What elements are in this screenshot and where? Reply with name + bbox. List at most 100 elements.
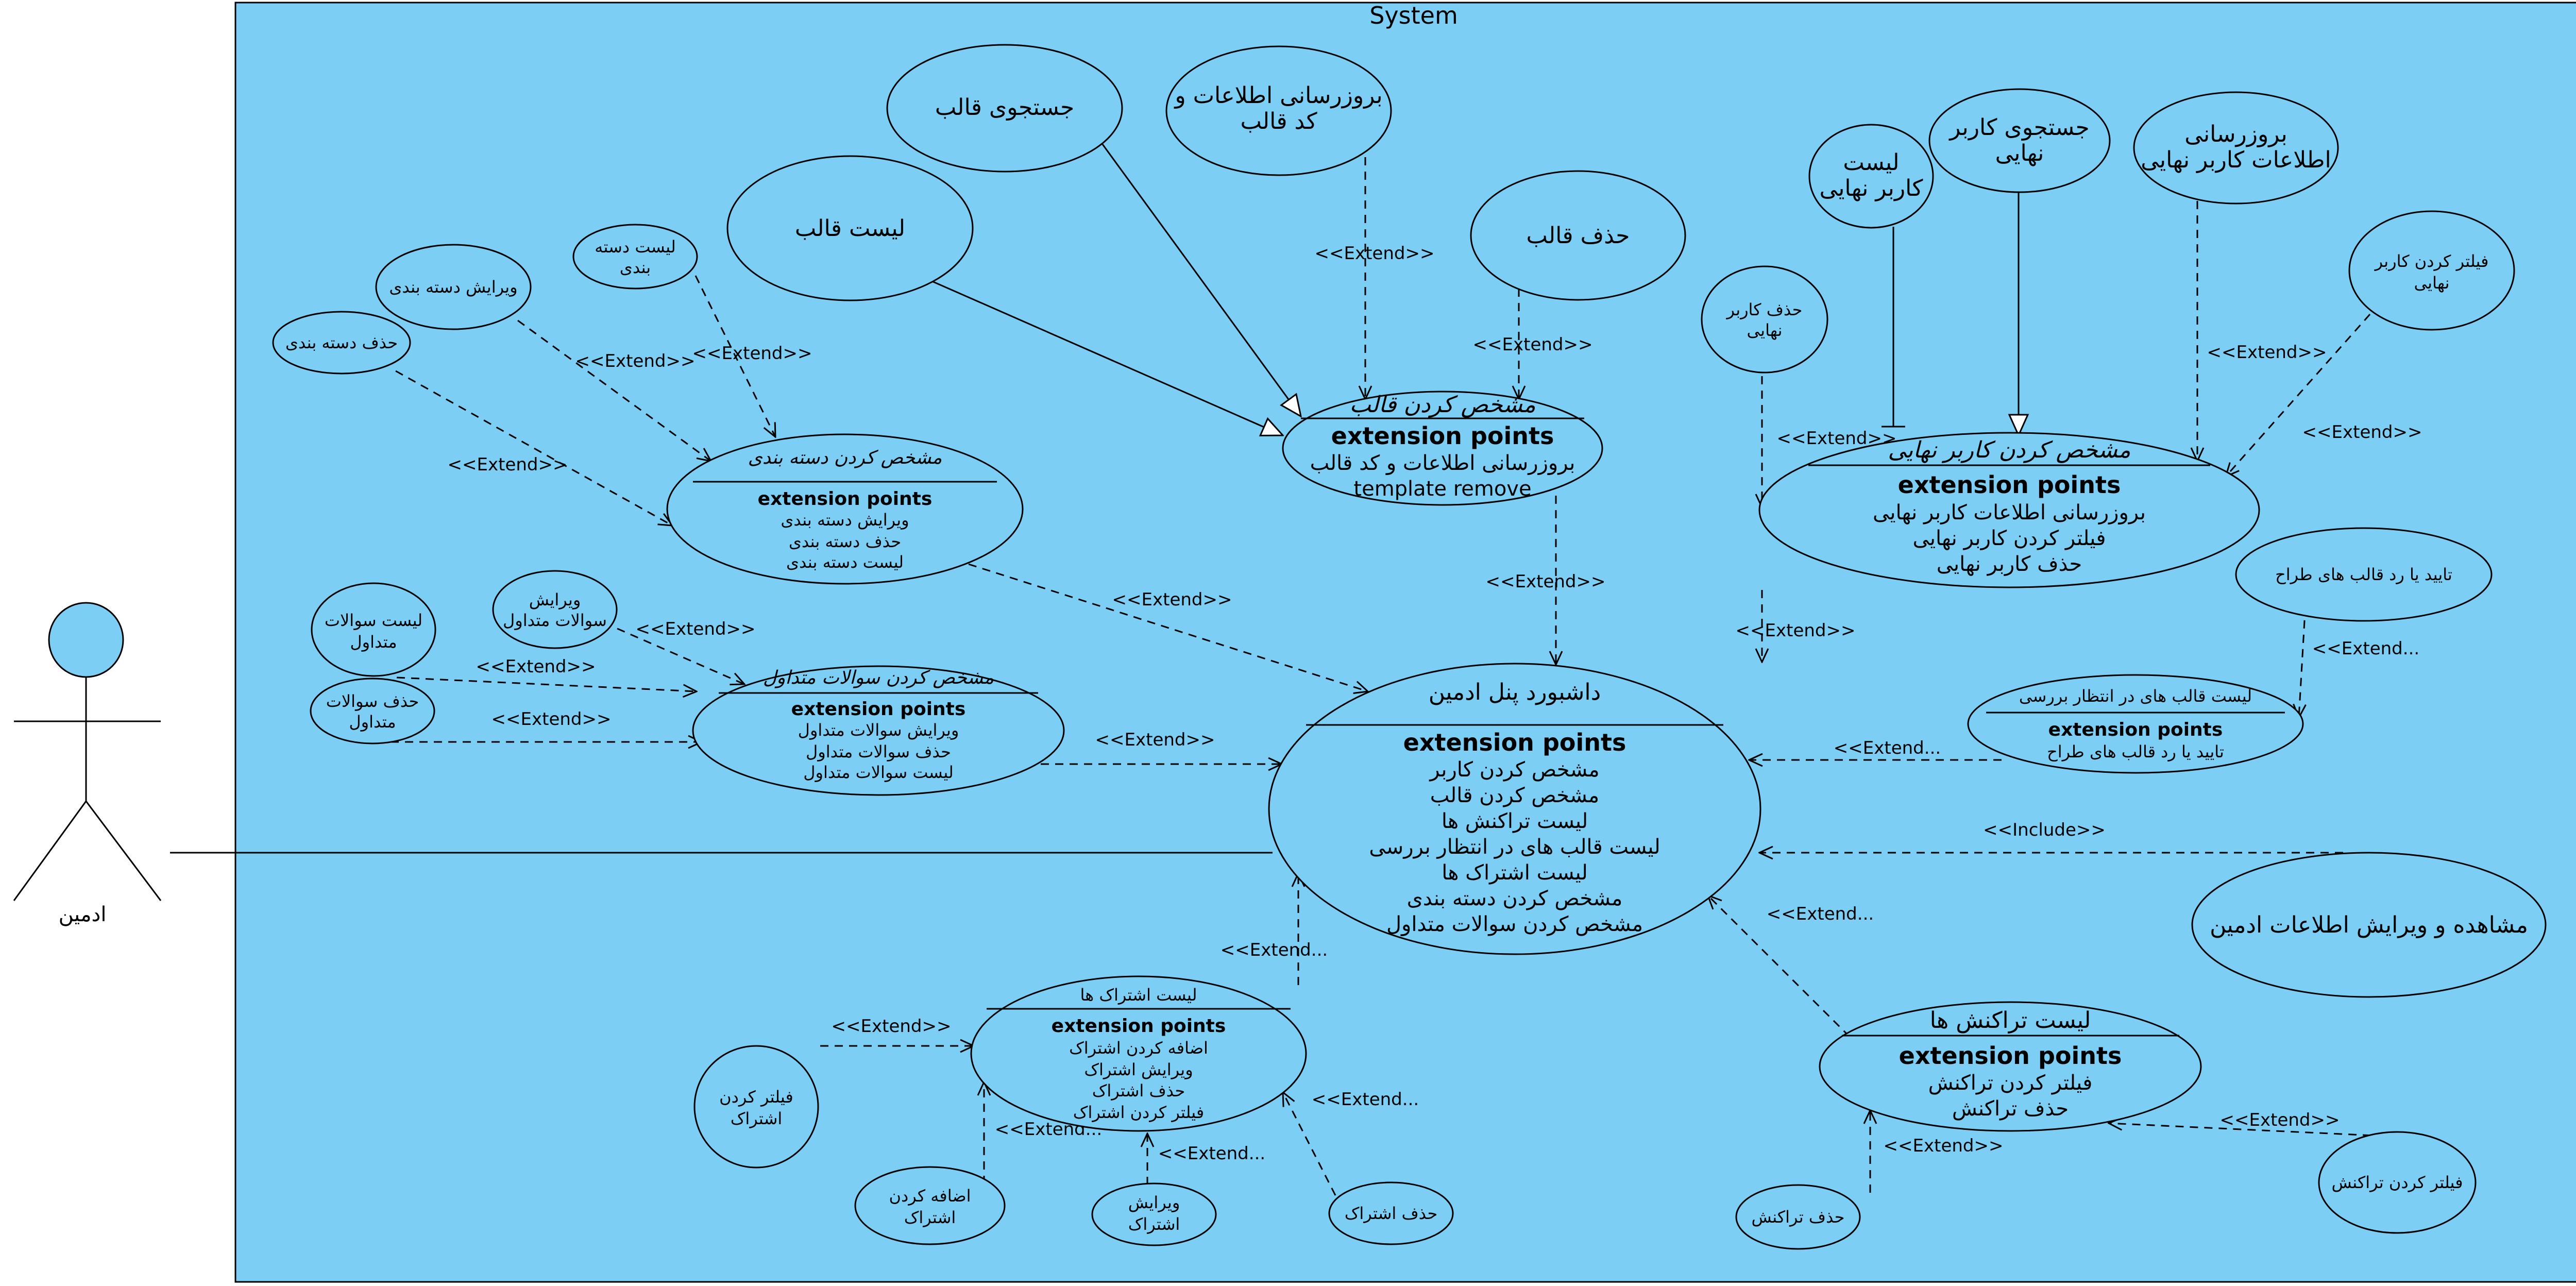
svg-text:لیست اشتراک ها: لیست اشتراک ها: [1080, 985, 1197, 1005]
svg-text:مشخص کردن دسته بندی: مشخص کردن دسته بندی: [1407, 887, 1623, 910]
usecase-edit-category[interactable]: ویرایش دسته بندی: [375, 244, 532, 330]
svg-text:بروزرسانی اطلاعات کاربر نهایی: بروزرسانی اطلاعات کاربر نهایی: [1873, 501, 2146, 524]
svg-text:مشخص کردن دسته بندی: مشخص کردن دسته بندی: [748, 447, 942, 468]
svg-text:جستجوی قالب: جستجوی قالب: [935, 94, 1074, 121]
svg-text:اشتراک: اشتراک: [904, 1208, 956, 1227]
svg-text:<<Extend...: <<Extend...: [1834, 738, 1941, 758]
svg-text:لیست دسته: لیست دسته: [595, 237, 675, 257]
svg-text:<<Extend>>: <<Extend>>: [1112, 589, 1232, 610]
actor-admin[interactable]: ادمین: [13, 602, 162, 926]
svg-text:کد قالب: کد قالب: [1240, 108, 1317, 134]
svg-text:ویرایش: ویرایش: [1128, 1193, 1180, 1212]
usecase-approve-templates[interactable]: تایید یا رد قالب های طراح: [2235, 527, 2493, 622]
svg-text:اضافه کردن: اضافه کردن: [889, 1186, 971, 1206]
svg-text:اشتراک: اشتراک: [1128, 1214, 1180, 1234]
svg-text:لیست اشتراک ها: لیست اشتراک ها: [1442, 861, 1588, 885]
svg-text:حذف کاربر: حذف کاربر: [1726, 300, 1803, 319]
relationships: [391, 144, 2386, 1196]
usecase-dashboard[interactable]: داشبورد پنل ادمین extension points مشخص …: [1268, 663, 1761, 955]
svg-text:extension points: extension points: [2048, 719, 2223, 740]
dashboard-ep-label: extension points: [1403, 729, 1626, 756]
svg-text:متداول: متداول: [349, 712, 396, 732]
usecase-delete-subscription[interactable]: حذف اشتراک: [1328, 1181, 1454, 1245]
usecase-filter-transaction[interactable]: فیلتر کردن تراکنش: [2318, 1131, 2477, 1234]
svg-text:اضافه کردن اشتراک: اضافه کردن اشتراک: [1069, 1038, 1208, 1058]
svg-text:<<Extend>>: <<Extend>>: [575, 351, 696, 371]
svg-text:<<Extend>>: <<Extend>>: [1736, 620, 1856, 641]
svg-text:ویرایش اشتراک: ویرایش اشتراک: [1084, 1060, 1193, 1079]
svg-text:حذف کاربر نهایی: حذف کاربر نهایی: [1937, 552, 2082, 576]
svg-text:حذف اشتراک: حذف اشتراک: [1345, 1204, 1437, 1223]
usecase-delete-transaction[interactable]: حذف تراکنش: [1735, 1184, 1861, 1250]
svg-text:فیلتر کردن کاربر: فیلتر کردن کاربر: [2374, 251, 2489, 271]
svg-text:جستجوی کاربر: جستجوی کاربر: [1948, 114, 2089, 141]
usecase-delete-faq[interactable]: حذف سوالات متداول: [310, 678, 435, 744]
usecase-list-template[interactable]: لیست قالب: [726, 155, 974, 301]
svg-text:ویرایش: ویرایش: [529, 590, 581, 610]
svg-text:extension points: extension points: [791, 699, 966, 720]
usecase-pending-templates[interactable]: لیست قالب های در انتظار بررسی extension …: [1967, 674, 2304, 774]
usecase-list-faq[interactable]: لیست سوالات متداول: [311, 582, 436, 677]
svg-text:فیلتر کردن تراکنش: فیلتر کردن تراکنش: [1928, 1071, 2093, 1095]
usecase-template-manage[interactable]: مشخص کردن قالب extension points بروزرسان…: [1282, 391, 1603, 506]
usecase-search-template[interactable]: جستجوی قالب: [886, 44, 1123, 173]
svg-text:ویرایش دسته بندی: ویرایش دسته بندی: [389, 277, 517, 297]
usecase-transactions-list[interactable]: لیست تراکنش ها extension points فیلتر کر…: [1819, 1001, 2202, 1132]
usecase-category-manage[interactable]: مشخص کردن دسته بندی extension points ویر…: [666, 433, 1024, 585]
svg-text:extension points: extension points: [758, 488, 933, 510]
svg-text:بروزرسانی اطلاعات و کد قالب: بروزرسانی اطلاعات و کد قالب: [1310, 451, 1575, 475]
usecase-delete-template[interactable]: حذف قالب: [1470, 170, 1686, 301]
dashboard-title: داشبورد پنل ادمین: [1429, 679, 1601, 705]
svg-text:لیست سوالات متداول: لیست سوالات متداول: [803, 763, 954, 782]
svg-text:template remove: template remove: [1353, 477, 1531, 501]
svg-text:مشاهده و ویرایش اطلاعات ادمین: مشاهده و ویرایش اطلاعات ادمین: [2210, 912, 2528, 938]
svg-text:تایید یا رد قالب های طراح: تایید یا رد قالب های طراح: [2047, 742, 2224, 762]
usecase-edit-subscription[interactable]: ویرایش اشتراک: [1091, 1182, 1217, 1246]
usecase-subscriptions-list[interactable]: لیست اشتراک ها extension points اضافه کر…: [970, 975, 1307, 1132]
svg-text:تایید یا رد قالب های طراح: تایید یا رد قالب های طراح: [2275, 565, 2452, 584]
svg-text:extension points: extension points: [1052, 1016, 1226, 1037]
svg-text:ویرایش دسته بندی: ویرایش دسته بندی: [781, 510, 909, 530]
usecase-edit-faq[interactable]: ویرایش سوالات متداول: [492, 570, 618, 649]
usecase-enduser-manage[interactable]: مشخص کردن کاربر نهایی extension points ب…: [1758, 432, 2260, 588]
svg-text:ویرایش سوالات متداول: ویرایش سوالات متداول: [798, 720, 959, 740]
svg-text:<<Extend>>: <<Extend>>: [832, 1016, 952, 1037]
svg-text:کاربر نهایی: کاربر نهایی: [1820, 175, 1923, 201]
usecase-update-enduser[interactable]: بروزرسانی اطلاعات کاربر نهایی: [2133, 91, 2339, 205]
svg-text:<<Extend...: <<Extend...: [1312, 1089, 1419, 1110]
usecase-filter-enduser[interactable]: فیلتر کردن کاربر نهایی: [2348, 210, 2515, 331]
svg-text:<<Extend>>: <<Extend>>: [2207, 342, 2327, 363]
svg-text:حذف قالب: حذف قالب: [1527, 223, 1630, 249]
usecase-filter-subscription[interactable]: فیلتر کردن اشتراک: [693, 1045, 819, 1169]
usecase-delete-category[interactable]: حذف دسته بندی: [272, 311, 411, 375]
actor-head: [48, 602, 124, 678]
svg-text:<<Extend...: <<Extend...: [1767, 904, 1874, 924]
usecase-faq-manage[interactable]: مشخص کردن سوالات متداول extension points…: [692, 665, 1065, 796]
usecase-list-category[interactable]: لیست دسته بندی: [572, 224, 698, 290]
svg-text:بروزرسانی اطلاعات و: بروزرسانی اطلاعات و: [1174, 82, 1382, 109]
svg-text:<<Extend...: <<Extend...: [2312, 638, 2419, 659]
svg-text:حذف دسته بندی: حذف دسته بندی: [285, 333, 398, 352]
svg-text:extension points: extension points: [1898, 471, 2121, 499]
svg-text:فیلتر کردن کاربر نهایی: فیلتر کردن کاربر نهایی: [1913, 527, 2106, 550]
svg-text:<<Extend>>: <<Extend>>: [1095, 730, 1215, 750]
svg-text:نهایی: نهایی: [1747, 320, 1783, 340]
usecase-admin-info[interactable]: مشاهده و ویرایش اطلاعات ادمین: [2191, 852, 2547, 998]
svg-text:extension points: extension points: [1899, 1042, 2122, 1070]
svg-text:لیست: لیست: [1843, 149, 1899, 176]
svg-text:بروزرسانی: بروزرسانی: [2184, 121, 2287, 147]
svg-text:<<Extend...: <<Extend...: [1158, 1143, 1265, 1164]
svg-text:<<Extend>>: <<Extend>>: [2220, 1110, 2340, 1130]
svg-text:مشخص کردن سوالات متداول: مشخص کردن سوالات متداول: [1386, 912, 1643, 936]
usecase-update-template[interactable]: بروزرسانی اطلاعات و کد قالب: [1165, 45, 1392, 176]
svg-text:فیلتر کردن تراکنش: فیلتر کردن تراکنش: [2332, 1173, 2463, 1192]
usecase-list-enduser[interactable]: لیست کاربر نهایی: [1808, 124, 1934, 229]
usecase-delete-enduser[interactable]: حذف کاربر نهایی: [1701, 265, 1828, 374]
usecase-add-subscription[interactable]: اضافه کردن اشتراک: [854, 1166, 1006, 1245]
stereotype-labels: <<Extend>> <<Extend>> <<Extend>> <<Exten…: [448, 243, 2422, 1164]
usecase-search-enduser[interactable]: جستجوی کاربر نهایی: [1928, 88, 2111, 193]
svg-text:مشخص کردن کاربر: مشخص کردن کاربر: [1429, 758, 1599, 782]
svg-text:<<Extend>>: <<Extend>>: [448, 454, 568, 475]
svg-text:نهایی: نهایی: [2414, 273, 2450, 293]
